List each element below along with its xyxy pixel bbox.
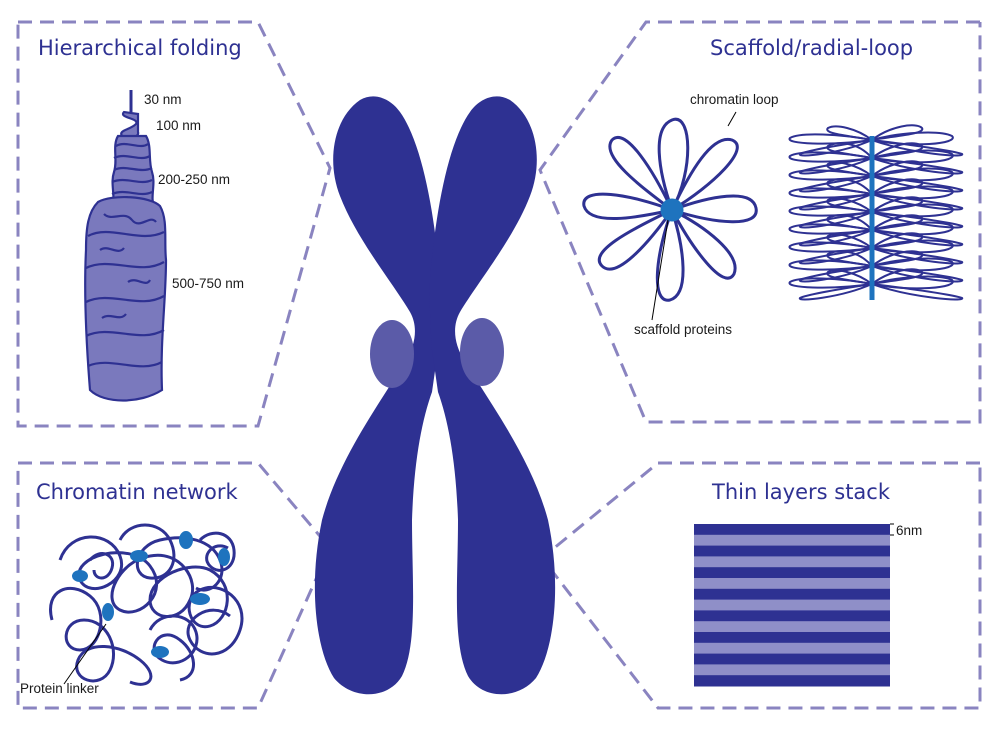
scaffold-flower [582,117,758,302]
protein-linkers [72,531,230,658]
scaffold-loop [871,283,964,301]
scaffold-loop [826,161,873,177]
chromatin-strand [88,552,115,580]
protein-linker-node [190,593,210,605]
light-layer [694,621,890,633]
scaffold-loop [826,125,873,141]
protein-linker-node [218,548,230,566]
panel-border-layers [539,461,982,710]
label-200-250nm: 200-250 nm [158,172,231,187]
chromatin-loop-petal [667,194,758,224]
scaffold-loop [871,178,924,195]
scaffold-loop [871,142,924,159]
label-30nm: 30 nm [144,92,182,107]
dark-layer [694,632,890,644]
scaffold-stack-layers [788,124,964,301]
chromatin-strand [148,614,199,682]
scaffold-loop [871,250,924,267]
scaffold-protein-arrow [651,219,669,321]
protein-linker-node [130,550,148,562]
scaffold-loop [871,268,924,285]
scaffold-loop [826,250,873,267]
title-hierarchical-folding: Hierarchical folding [38,36,242,60]
light-layer [694,556,890,568]
dark-layer [694,545,890,557]
scaffold-loop [871,160,924,177]
light-layer [694,534,890,547]
thin-layers-stack [694,523,894,687]
light-layer [694,664,890,676]
light-layer [694,578,890,590]
label-100nm: 100 nm [156,118,202,133]
chromatin-loop-petal [668,206,737,280]
chromatin-loop-petal [608,136,674,212]
chromatin-loop-petal [582,192,678,221]
fiber-200-250nm-coils [111,142,153,196]
dark-layer [694,653,890,665]
chromatin-network [49,523,244,686]
title-chromatin-network: Chromatin network [36,480,238,504]
panel-borders [16,20,982,710]
chromatin-strand [49,586,153,686]
label-500-750nm: 500-750 nm [172,276,245,291]
dark-layer [694,567,890,579]
chromosome [314,96,556,695]
dark-layer [694,675,890,687]
scaffold-loop [826,142,873,159]
scaffold-loop [826,197,873,213]
chromatin-loop-petal [657,117,690,214]
chromatin-loops [582,117,758,302]
protein-linker-node [72,570,88,582]
fiber-100nm [120,110,140,140]
chromosome-right-chromatid [429,96,556,695]
chromatin-loop-petal [655,205,685,302]
centromere-right [460,318,504,386]
light-layer [694,599,890,611]
light-layer [694,642,890,655]
scaffold-loop [871,196,924,213]
panel-border-scaffold [538,20,982,424]
dark-layer [694,588,890,601]
dark-layer [694,610,890,622]
scaffold-loop [826,233,873,249]
label-scaffold-proteins: scaffold proteins [634,322,733,337]
centromere-left [370,320,414,388]
scaffold-protein-core [660,198,684,222]
chromatin-loop-petal [668,137,739,214]
chromatin-strand [198,531,236,572]
protein-linker-arrow [63,623,107,685]
chromatin-loop-arrow [727,111,737,127]
chromatin-loop-petal [598,206,677,271]
panel-border-network [16,461,332,710]
scaffold-loop [871,232,924,249]
label-6nm: 6nm [896,523,923,538]
scaffold-loop [871,124,924,141]
scaffold-loop [826,178,873,195]
protein-linker-node [179,531,193,549]
fiber-500-750nm-coils [85,213,165,368]
label-protein-linker: Protein linker [20,681,99,696]
chromosome-left-chromatid [314,96,441,695]
hierarchical-fiber [84,90,168,402]
scaffold-loop [826,214,873,231]
title-scaffold-radial-loop: Scaffold/radial-loop [710,36,914,60]
scaffold-loop [798,283,873,301]
scaffold-loop [871,214,924,231]
scaffold-stack [788,124,964,301]
panel-border-hierarchical [16,20,332,428]
scaffold-loop [826,269,873,285]
protein-linker-node [102,603,114,621]
label-chromatin-loop: chromatin loop [690,92,779,107]
title-thin-layers-stack: Thin layers stack [712,480,891,504]
protein-linker-node [151,646,169,658]
dark-layer [694,524,890,536]
